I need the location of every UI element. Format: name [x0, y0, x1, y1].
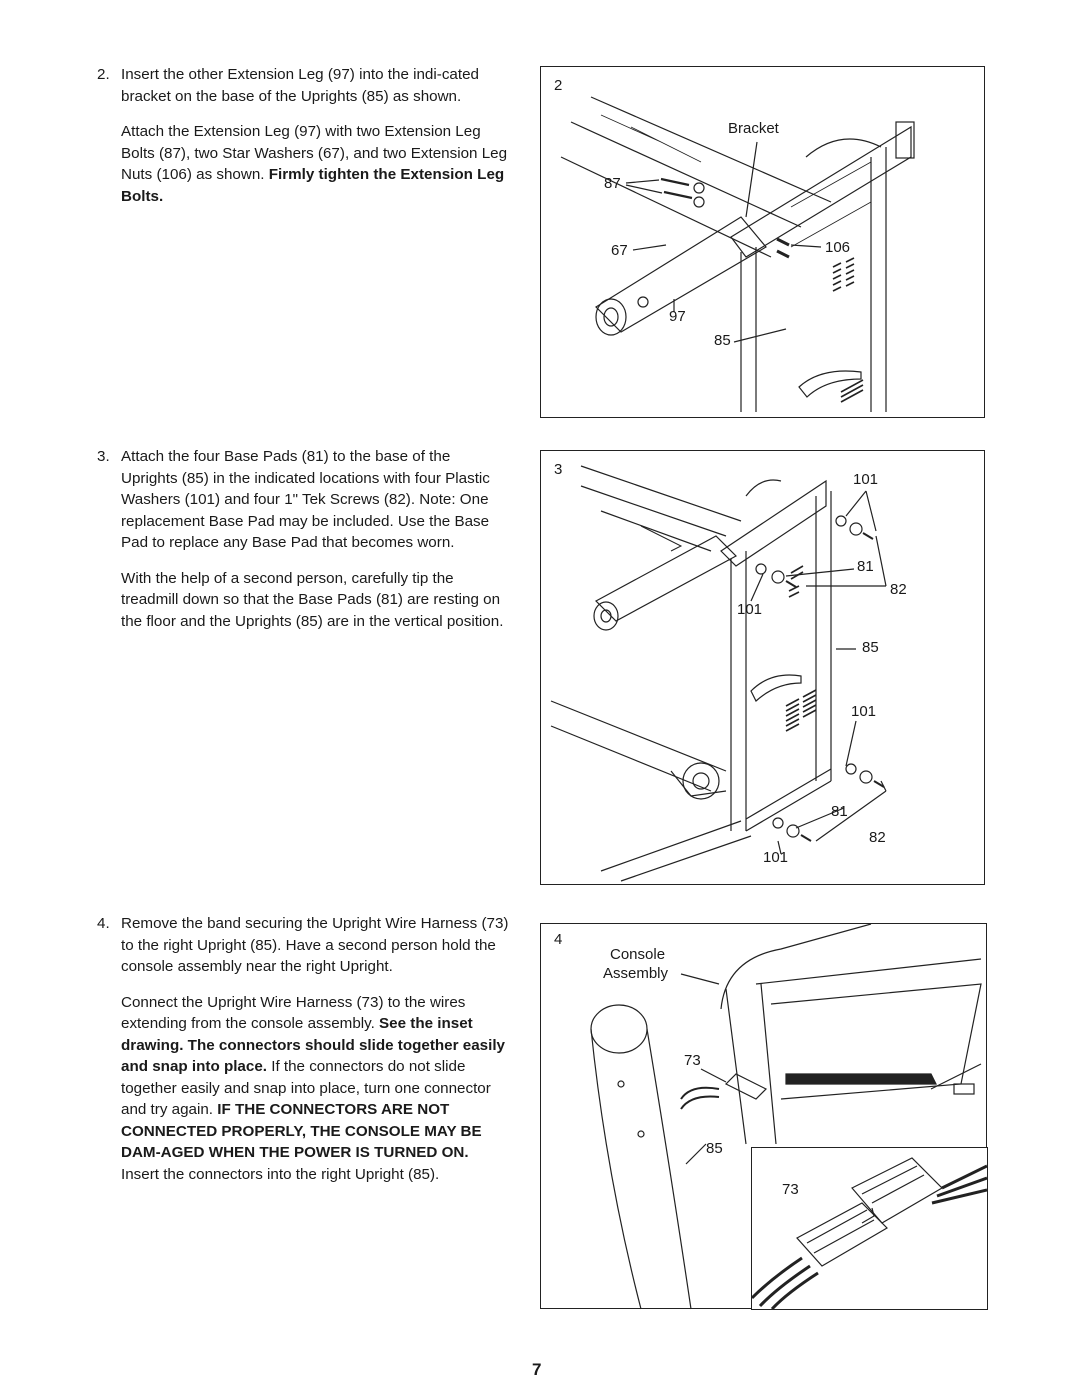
callout-85: 85	[862, 639, 879, 656]
callout-82: 82	[890, 581, 907, 598]
callout-101: 101	[853, 471, 879, 488]
callout-67: 67	[611, 242, 628, 259]
callout-73: 73	[782, 1181, 799, 1198]
callout-bracket: Bracket	[728, 120, 779, 137]
step-paragraph: With the help of a second person, carefu…	[121, 569, 504, 630]
step-2: 2. Insert the other Extension Leg (97) i…	[97, 64, 509, 221]
callout-101: 101	[763, 849, 789, 866]
step-paragraph: Connect the Upright Wire Harness (73) to…	[121, 993, 505, 1183]
callout-81: 81	[857, 558, 874, 575]
step-paragraph: Remove the band securing the Upright Wir…	[121, 915, 509, 975]
figure-2: 2 Bracket 87 67 106 97 85	[540, 66, 985, 418]
connector-inset-drawing	[752, 1157, 987, 1309]
step-paragraph: Insert the other Extension Leg (97) into…	[121, 66, 479, 105]
step-4: 4. Remove the band securing the Upright …	[97, 913, 509, 1199]
callout-106: 106	[825, 239, 851, 256]
step-number: 2.	[97, 66, 110, 83]
callout-101: 101	[737, 601, 763, 618]
step-paragraph: Attach the Extension Leg (97) with two E…	[121, 123, 508, 205]
figure-3-drawing	[550, 465, 887, 882]
callout-81: 81	[831, 803, 848, 820]
step-number: 4.	[97, 915, 110, 932]
callout-85: 85	[714, 332, 731, 349]
figure-number: 4	[554, 931, 563, 948]
figure-4-drawing	[590, 924, 982, 1310]
callout-97: 97	[669, 308, 686, 325]
callout-85: 85	[706, 1140, 723, 1157]
callout-82: 82	[869, 829, 886, 846]
figure-4: 4 Console Assembly 73 85 73	[540, 923, 988, 1310]
figure-3: 3 101 81 82 101 85 101 81 82 101	[540, 450, 985, 885]
inset-drawing: 73	[751, 1147, 988, 1310]
callout-console-line1: Console	[610, 946, 666, 963]
figure-number: 2	[554, 77, 563, 94]
callout-73: 73	[684, 1052, 701, 1069]
callout-console-line2: Assembly	[603, 965, 669, 982]
step-number: 3.	[97, 448, 110, 465]
figure-number: 3	[554, 461, 563, 478]
step-3: 3. Attach the four Base Pads (81) to the…	[97, 446, 509, 646]
page-number: 7	[532, 1360, 542, 1379]
callout-101: 101	[851, 703, 877, 720]
callout-87: 87	[604, 175, 621, 192]
step-paragraph: Attach the four Base Pads (81) to the ba…	[121, 448, 490, 551]
figure-2-drawing	[560, 96, 915, 412]
